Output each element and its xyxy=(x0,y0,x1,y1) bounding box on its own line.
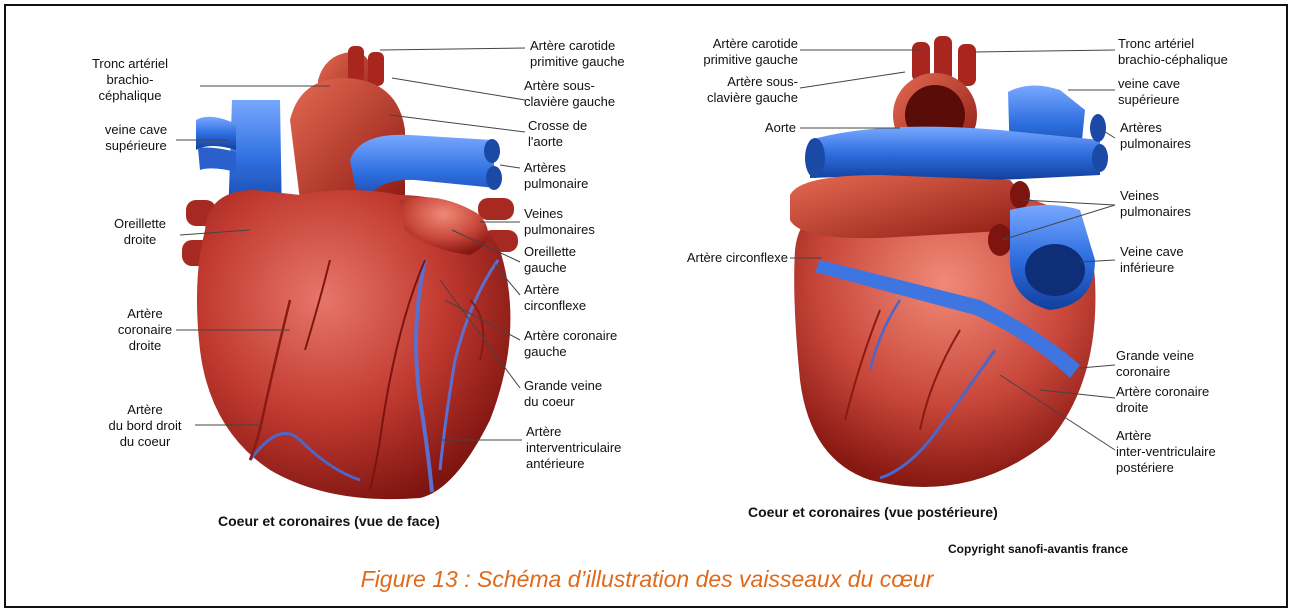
label-oreillette-droite: Oreillette droite xyxy=(100,216,180,248)
label-veine-cave-sup-back: veine cave supérieure xyxy=(1118,76,1180,108)
label-line: Veine cave xyxy=(1120,244,1184,260)
label-line: Artère sous- xyxy=(524,78,615,94)
label-line: Artère xyxy=(110,306,180,322)
label-line: Artère xyxy=(1116,428,1216,444)
label-line: brachio-céphalique xyxy=(1118,52,1228,68)
label-line: clavière gauche xyxy=(660,90,798,106)
label-artere-interventriculaire-post: Artère inter-ventriculaire postériere xyxy=(1116,428,1216,476)
figure-caption: Figure 13 : Schéma d’illustration des va… xyxy=(0,566,1294,593)
label-line: postériere xyxy=(1116,460,1216,476)
label-line: Artère xyxy=(526,424,621,440)
label-tronc-arteriel-front: Tronc artériel brachio- céphalique xyxy=(70,56,190,104)
label-line: Tronc artériel xyxy=(1118,36,1228,52)
label-line: Grande veine xyxy=(524,378,602,394)
label-line: primitive gauche xyxy=(530,54,625,70)
label-line: brachio- xyxy=(70,72,190,88)
label-line: Artère coronaire xyxy=(1116,384,1209,400)
label-line: droite xyxy=(100,232,180,248)
label-line: Oreillette xyxy=(524,244,576,260)
label-line: clavière gauche xyxy=(524,94,615,110)
label-veine-cave-inf: Veine cave inférieure xyxy=(1120,244,1184,276)
label-line: gauche xyxy=(524,260,576,276)
front-view-caption: Coeur et coronaires (vue de face) xyxy=(218,513,440,529)
label-line: supérieure xyxy=(90,138,182,154)
label-line: droite xyxy=(110,338,180,354)
copyright-notice: Copyright sanofi-avantis france xyxy=(948,542,1128,556)
label-veines-pulmonaires-front: Veines pulmonaires xyxy=(524,206,595,238)
label-line: Veines xyxy=(1120,188,1191,204)
label-line: coronaire xyxy=(1116,364,1194,380)
label-line: coronaire xyxy=(110,322,180,338)
label-arteres-pulmonaire-front: Artères pulmonaire xyxy=(524,160,588,192)
label-line: Veines xyxy=(524,206,595,222)
label-line: Artère xyxy=(90,402,200,418)
label-artere-bord-droit: Artère du bord droit du coeur xyxy=(90,402,200,450)
label-sous-claviere-front: Artère sous- clavière gauche xyxy=(524,78,615,110)
label-line: circonflexe xyxy=(524,298,586,314)
label-line: Grande veine xyxy=(1116,348,1194,364)
label-line: pulmonaires xyxy=(1120,136,1191,152)
label-line: Artères xyxy=(1120,120,1191,136)
label-line: pulmonaire xyxy=(524,176,588,192)
label-line: pulmonaires xyxy=(524,222,595,238)
label-line: du coeur xyxy=(90,434,200,450)
label-veines-pulmonaires-back: Veines pulmonaires xyxy=(1120,188,1191,220)
label-grande-veine-coronaire: Grande veine coronaire xyxy=(1116,348,1194,380)
label-line: supérieure xyxy=(1118,92,1180,108)
label-line: veine cave xyxy=(1118,76,1180,92)
label-line: Artère carotide xyxy=(660,36,798,52)
back-heart xyxy=(790,36,1108,487)
label-line: inter-ventriculaire xyxy=(1116,444,1216,460)
label-grande-veine-coeur: Grande veine du coeur xyxy=(524,378,602,410)
label-artere-circonflexe-front: Artère circonflexe xyxy=(524,282,586,314)
label-aorte-back: Aorte xyxy=(700,120,796,136)
label-sous-claviere-back: Artère sous- clavière gauche xyxy=(660,74,798,106)
label-line: Crosse de xyxy=(528,118,587,134)
label-line: Aorte xyxy=(700,120,796,136)
label-line: antérieure xyxy=(526,456,621,472)
label-line: du coeur xyxy=(524,394,602,410)
label-line: Artère coronaire xyxy=(524,328,617,344)
label-artere-coronaire-droite-back: Artère coronaire droite xyxy=(1116,384,1209,416)
back-view-caption: Coeur et coronaires (vue postérieure) xyxy=(748,504,998,520)
label-line: pulmonaires xyxy=(1120,204,1191,220)
label-line: Artère xyxy=(524,282,586,298)
label-line: gauche xyxy=(524,344,617,360)
label-artere-circonflexe-back: Artère circonflexe xyxy=(630,250,788,266)
label-carotide-front: Artère carotide primitive gauche xyxy=(530,38,625,70)
label-oreillette-gauche: Oreillette gauche xyxy=(524,244,576,276)
label-line: veine cave xyxy=(90,122,182,138)
label-line: inférieure xyxy=(1120,260,1184,276)
label-line: droite xyxy=(1116,400,1209,416)
label-line: du bord droit xyxy=(90,418,200,434)
label-crosse-aorte: Crosse de l'aorte xyxy=(528,118,587,150)
front-heart xyxy=(182,46,518,499)
label-line: interventriculaire xyxy=(526,440,621,456)
label-artere-coronaire-gauche: Artère coronaire gauche xyxy=(524,328,617,360)
label-carotide-back: Artère carotide primitive gauche xyxy=(660,36,798,68)
label-line: céphalique xyxy=(70,88,190,104)
label-line: l'aorte xyxy=(528,134,587,150)
label-tronc-arteriel-back: Tronc artériel brachio-céphalique xyxy=(1118,36,1228,68)
label-line: Artère carotide xyxy=(530,38,625,54)
label-line: Artère circonflexe xyxy=(630,250,788,266)
label-artere-coronaire-droite-front: Artère coronaire droite xyxy=(110,306,180,354)
label-veine-cave-sup-front: veine cave supérieure xyxy=(90,122,182,154)
label-line: primitive gauche xyxy=(660,52,798,68)
label-arteres-pulmonaires-back: Artères pulmonaires xyxy=(1120,120,1191,152)
label-line: Artères xyxy=(524,160,588,176)
label-line: Tronc artériel xyxy=(70,56,190,72)
label-line: Artère sous- xyxy=(660,74,798,90)
label-line: Oreillette xyxy=(100,216,180,232)
label-artere-interventriculaire-ant: Artère interventriculaire antérieure xyxy=(526,424,621,472)
